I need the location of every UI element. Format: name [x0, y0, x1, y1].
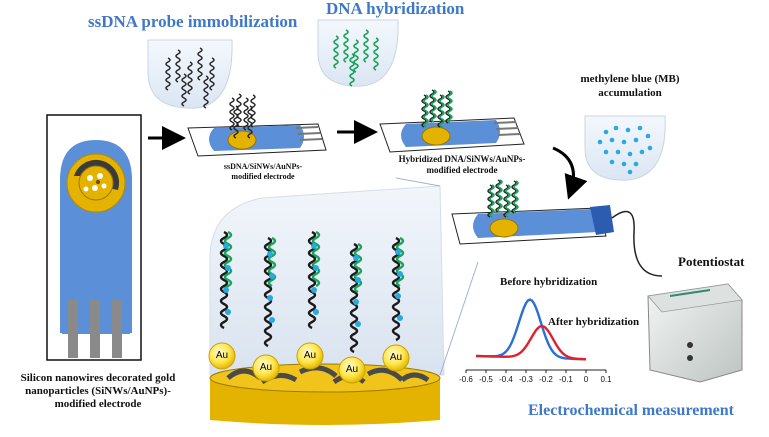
x-tick-label: -0.3 [519, 375, 533, 384]
silicon-caption-line1: Silicon nanowires decorated gold [20, 372, 176, 384]
ssdna-caption-line1: ssDNA/SiNWs/AuNPs- [223, 162, 303, 171]
silicon-electrode-caption: Silicon nanowires decorated gold nanopar… [2, 372, 194, 411]
ssdna-caption-line2: modified electrode [231, 172, 295, 181]
mb-accumulation-label: methylene blue (MB) accumulation [550, 72, 710, 100]
series-after-line [475, 324, 587, 361]
au-label-3: Au [303, 350, 317, 361]
heading-electrochemical-measurement: Electrochemical measurement [528, 402, 735, 419]
spe-electrode [46, 114, 142, 361]
mb-droplet [584, 115, 666, 181]
mb-label-line2: accumulation [598, 87, 662, 99]
gold-base [209, 363, 441, 425]
au-label-2: Au [259, 362, 273, 373]
x-tick-label: 0 [583, 375, 589, 384]
hyb-caption-line2: modified electrode [426, 165, 498, 175]
before-hybridization-label: Before hybridization [500, 276, 598, 288]
zoom-droplet [209, 177, 479, 376]
hybridized-electrode-strip [379, 89, 525, 153]
hybridization-droplet [317, 19, 399, 87]
x-tick-label: -0.2 [539, 375, 553, 384]
hyb-caption-line1: Hybridized DNA/SiNWs/AuNPs- [398, 154, 526, 164]
mb-label-line1: methylene blue (MB) [580, 73, 680, 85]
potentiostat-cable [611, 210, 663, 277]
x-tick-label: 0.1 [600, 375, 612, 384]
au-label-4: Au [345, 364, 359, 375]
x-tick-label: -0.6 [459, 375, 473, 384]
silicon-caption-line2: nanoparticles (SiNWs/AuNPs)- [25, 385, 171, 397]
ssdna-electrode-strip [187, 93, 327, 157]
ssdna-electrode-caption: ssDNA/SiNWs/AuNPs- modified electrode [198, 162, 328, 182]
x-tick-label: -0.4 [499, 375, 513, 384]
x-tick-label: -0.5 [479, 375, 493, 384]
potentiostat-device [647, 283, 743, 383]
potentiostat-label: Potentiostat [678, 254, 745, 269]
x-tick-label: -0.1 [559, 375, 573, 384]
arrow-step3 [552, 146, 588, 200]
heading-dna-hybridization: DNA hybridization [326, 0, 465, 18]
ssdna-droplet [147, 39, 233, 109]
mb-molecules-zoom [223, 243, 403, 327]
silicon-caption-line3: modified electrode [54, 398, 142, 410]
au-label-1: Au [215, 350, 229, 361]
au-nanoparticles [208, 342, 410, 384]
hybridized-electrode-caption: Hybridized DNA/SiNWs/AuNPs- modified ele… [382, 154, 542, 176]
voltammogram-chart [465, 298, 607, 373]
series-before-line [475, 298, 587, 361]
after-hybridization-label: After hybridization [548, 316, 640, 328]
final-electrode-strip [451, 179, 614, 245]
au-label-5: Au [389, 352, 403, 363]
heading-ssdna-immobilization: ssDNA probe immobilization [88, 12, 298, 31]
